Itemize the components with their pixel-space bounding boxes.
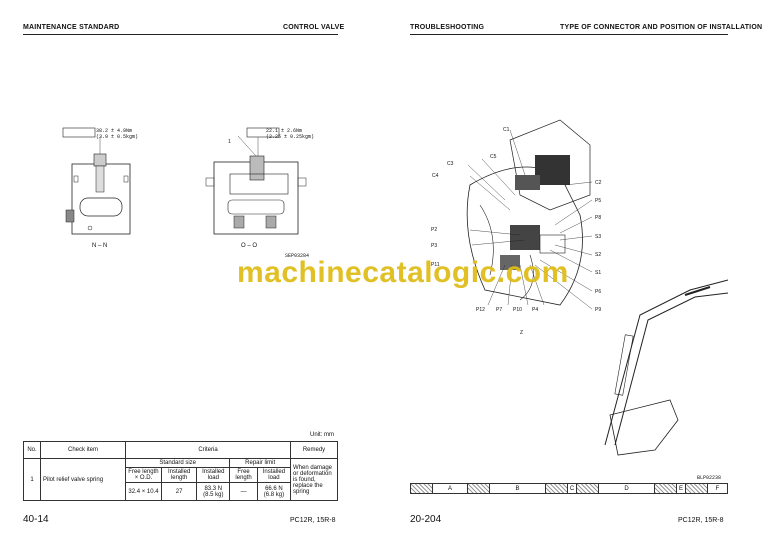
connector-label-c2: C2 [595,180,602,186]
left-header-rule [23,34,338,35]
connector-label-p11: P11 [431,262,440,268]
installed-load-header: Installed load [196,467,231,483]
value-installed-length: 27 [160,482,198,501]
connector-label-p10: P10 [513,307,522,313]
col-check-item: Check item [40,441,126,459]
installed-load-header-2: Installed load [256,467,292,483]
view-oo-label: O – O [241,243,258,249]
right-model: PC12R, 15R-8 [678,517,724,524]
unit-label: Unit: mm [310,432,334,438]
torque-label-nn: 38.2 ± 4.9Nm (3.9 ± 0.5kgm) [96,128,139,140]
bar-cell-a: A [433,484,468,493]
left-model: PC12R, 15R-8 [290,517,336,524]
bar-cell-d: D [599,484,655,493]
bar-cell-e: E [677,484,686,493]
value-free-length: — [229,482,258,501]
bar-hatch-6 [686,484,708,493]
installed-length-header: Installed length [160,467,198,483]
value-installed-load: 83.3 N (8.5 kg) [196,482,231,501]
connector-label-p6: P6 [595,289,602,295]
value-installed-load-2: 66.6 N (6.8 kg) [256,482,292,501]
connector-label-p5: P5 [595,198,602,204]
connector-label-c1: C1 [503,127,510,133]
standard-size-header: Standard size [124,458,231,468]
row-check-item: Pilot relief valve spring [40,458,126,501]
connector-label-c3: C3 [447,161,454,167]
left-figure-code: SEP03284 [285,253,310,259]
connector-label-p12: P12 [476,307,485,313]
view-nn-label: N – N [92,243,108,249]
connector-label-p2: P2 [431,227,438,233]
col-no: No. [23,441,41,459]
section-index-bar: A B C D E F [410,483,728,494]
repair-limit-header: Repair limit [229,458,291,468]
connector-label-p3: P3 [431,243,438,249]
view-z-label: Z [520,330,524,336]
bar-cell-c: C [568,484,577,493]
col-criteria: Criteria [125,441,291,459]
connector-label-s1: S1 [595,270,602,276]
free-length-header: Free length [229,467,258,483]
right-figure-code: BLP02238 [697,475,722,481]
value-free-length-od: 32.4 × 10.4 [125,482,162,501]
connector-label-p9: P9 [595,307,602,313]
excavator-drawing [466,119,729,456]
control-valve-drawing [62,127,307,235]
connector-label-p8: P8 [595,215,602,221]
right-header-title: TYPE OF CONNECTOR AND POSITION OF INSTAL… [560,24,763,31]
connector-label-s2: S2 [595,252,602,258]
free-length-od-header: Free length × O.D. [125,467,162,483]
bar-hatch-2 [468,484,490,493]
bar-cell-f: F [715,485,720,492]
bar-cell-b: B [490,484,546,493]
bar-hatch-1 [411,484,433,493]
connector-label-p4: P4 [532,307,539,313]
connector-label-c4: C4 [432,173,439,179]
right-header-section: TROUBLESHOOTING [410,24,485,31]
callout-1: 1 [228,139,231,145]
view-oo-drawing [205,127,307,235]
connector-label-c5: C5 [490,154,497,160]
watermark: machinecatalogic.com [237,256,569,289]
left-header-title: CONTROL VALVE [283,24,345,31]
spring-spec-table: No. Check item Criteria Remedy 1 Pilot r… [23,441,338,501]
bar-hatch-4 [577,484,599,493]
connector-label-s3: S3 [595,234,602,240]
left-header-section: MAINTENANCE STANDARD [23,24,120,31]
connector-label-p7: P7 [496,307,503,313]
right-page-number: 20-204 [410,514,442,525]
left-page-number: 40-14 [23,514,49,525]
torque-label-oo: 22.1 ± 2.6Nm (2.25 ± 0.25kgm) [266,128,315,140]
view-nn-drawing [62,127,131,235]
bar-hatch-3 [546,484,568,493]
row-no: 1 [23,458,41,501]
col-remedy: Remedy [290,441,338,459]
right-header-rule [410,34,728,35]
bar-hatch-5 [655,484,677,493]
remedy-text: When damage or deformation is found, rep… [290,458,338,501]
